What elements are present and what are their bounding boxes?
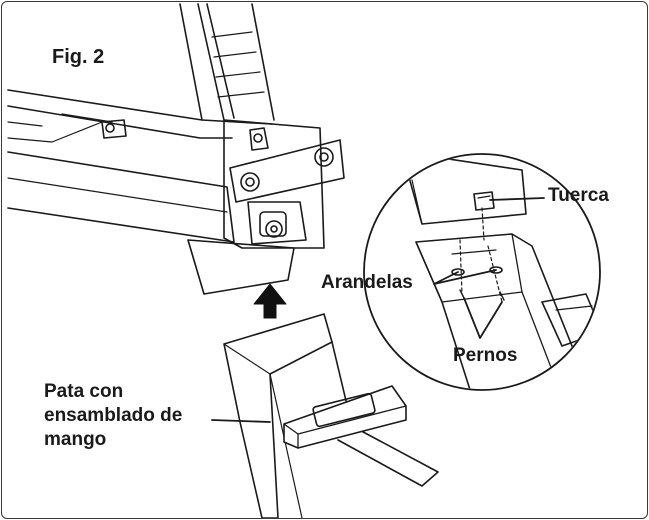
up-arrow (253, 283, 287, 319)
bolts-label: Pernos (453, 345, 518, 366)
machine-body (7, 3, 345, 295)
washers-label: Arandelas (321, 272, 413, 293)
leg-label-line-2: ensamblado de (44, 405, 183, 426)
leg-label-line-1: Pata con (44, 381, 124, 402)
leg-assembly (223, 313, 439, 518)
figure-title: Fig. 2 (52, 46, 105, 68)
nut-callout-line (489, 197, 545, 201)
leg-label: Pata con ensamblado de mango (44, 380, 182, 452)
leg-callout-line (211, 419, 271, 423)
nut-label: Tuerca (548, 185, 609, 206)
bolts-callout-line (463, 297, 503, 339)
leg-label-line-3: mango (44, 429, 107, 450)
detail-circle (363, 153, 601, 391)
washers-callout-line (433, 269, 497, 285)
